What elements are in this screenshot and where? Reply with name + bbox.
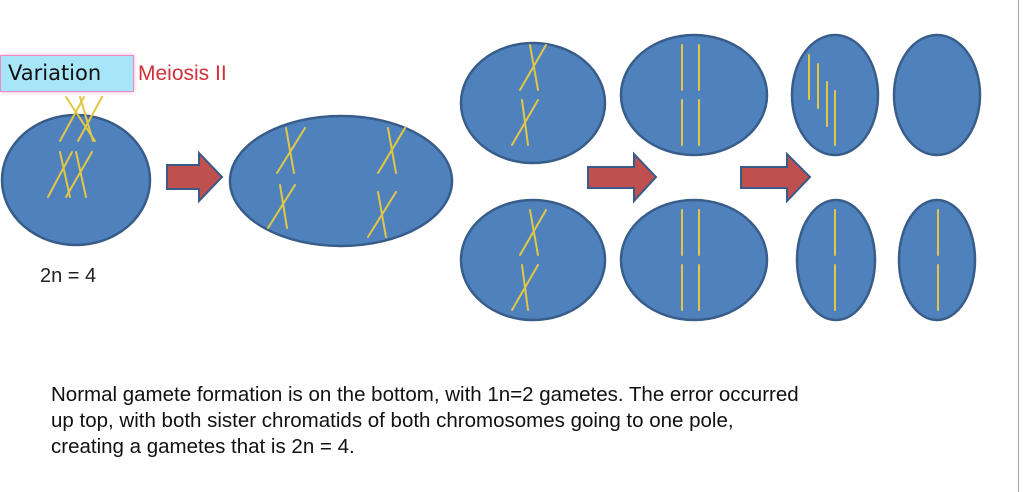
metaphase-cell-bottom	[619, 198, 769, 322]
caption-line: up top, with both sister chromatids of b…	[51, 409, 734, 432]
caption-line: Normal gamete formation is on the bottom…	[51, 383, 799, 406]
metaphase-cell-top	[619, 33, 769, 157]
gamete-2n-error	[790, 33, 880, 157]
gamete-normal-2	[897, 198, 977, 322]
parent-cell	[0, 96, 152, 247]
daughter-cell-bottom	[459, 198, 607, 322]
stage-title: Meiosis II	[138, 62, 227, 85]
caption: Normal gamete formation is on the bottom…	[51, 382, 799, 460]
gamete-normal-1	[795, 198, 877, 322]
slide-edge	[1018, 0, 1019, 492]
variation-label: Variation	[0, 55, 134, 92]
daughter-cell-top	[459, 41, 607, 165]
caption-line: creating a gametes that is 2n = 4.	[51, 435, 355, 458]
arrow-1	[166, 150, 224, 204]
arrow-3	[740, 151, 812, 204]
dividing-cell	[228, 114, 454, 248]
ploidy-label: 2n = 4	[40, 265, 97, 287]
arrow-2	[587, 151, 658, 204]
gamete-empty	[892, 33, 982, 157]
